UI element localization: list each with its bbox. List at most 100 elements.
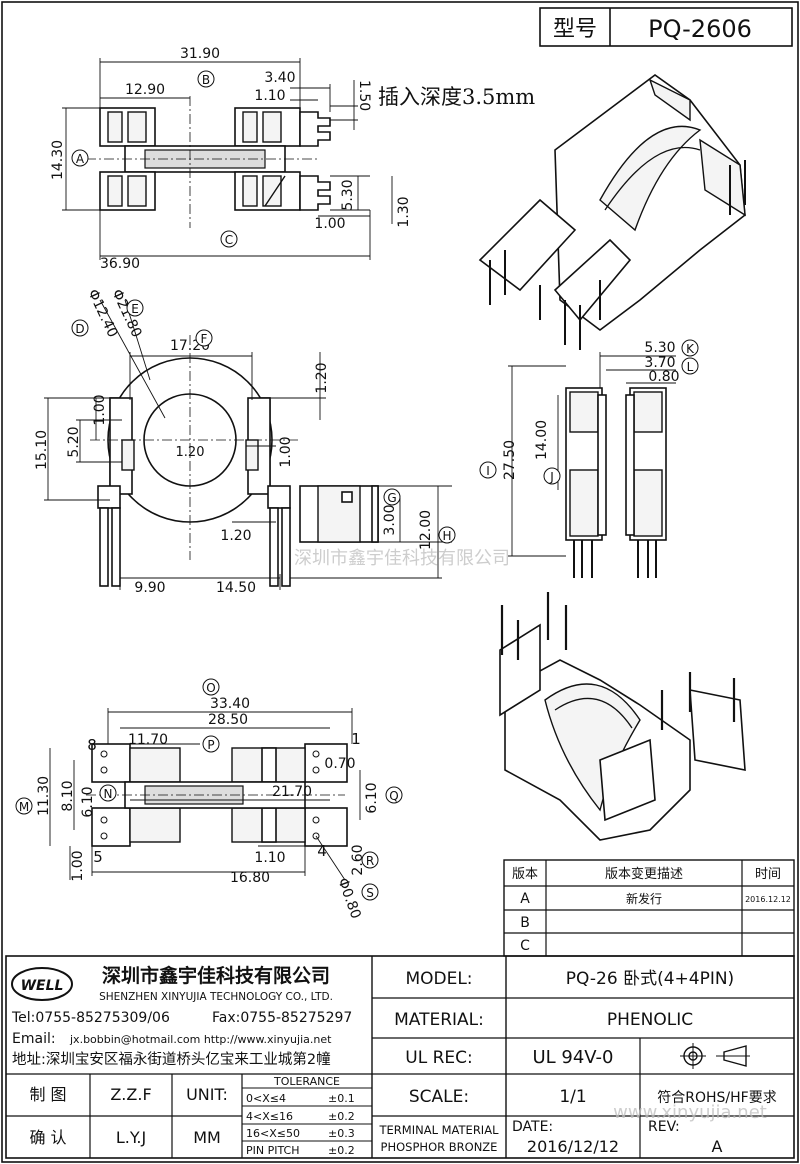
tol-range-4: PIN PITCH [246,1144,300,1157]
watermark-url: www.xinyujia.net [613,1102,767,1123]
material-label: MATERIAL: [394,1010,484,1030]
dim-1-00-top: 1.00 [314,216,345,232]
ulrec-label: UL REC: [405,1048,472,1068]
dim-6-10-right: 6.10 [364,782,380,813]
rev-header-desc: 版本变更描述 [605,866,683,882]
rohs-compliance: 符合ROHS/HF要求 [657,1090,776,1106]
label-f: F [201,332,208,346]
label-j: J [549,470,554,484]
dim-1-10-top: 1.10 [254,88,285,104]
rev-row-c-ver: C [520,938,530,954]
label-k: K [686,342,695,356]
side-view: 5.30 3.70 0.80 K L 27.50 14.00 I J [479,339,699,578]
drawn-by-label: 制 图 [29,1085,66,1104]
dim-1-20-right: 1.20 [314,362,330,393]
front-view: 17.20 1.20 1.00 15.10 5.20 1.20 1.00 1.2… [34,287,456,596]
pin-number-4: 4 [317,842,327,860]
dim-1-30: 1.30 [396,196,412,227]
rev-header-date: 时间 [755,867,781,882]
model-label-cn: 型号 [553,17,597,42]
rev-value: A [712,1137,723,1156]
unit-value: MM [193,1128,221,1147]
watermark-company: 深圳市鑫宇佳科技有限公司 [294,548,510,569]
tol-range-1: 0<X≤4 [246,1092,286,1105]
company-address: 地址:深圳宝安区福永街道桥头亿宝来工业城第2幢 [12,1050,331,1068]
isometric-view-bottom [499,592,746,841]
tol-value-1: ±0.1 [328,1092,355,1105]
dim-28-50: 28.50 [208,712,248,728]
company-tel: Tel:0755-85275309/06 [11,1010,170,1026]
terminal-material-label: TERMINAL MATERIAL [379,1123,500,1137]
label-d: D [75,322,84,336]
rev-label: REV: [648,1119,680,1135]
dim-6-10-left: 6.10 [80,786,96,817]
tol-range-3: 16<X≤50 [246,1127,300,1140]
dim-5-30-side: 5.30 [644,340,675,356]
title-block: WELL 深圳市鑫宇佳科技有限公司 SHENZHEN XINYUJIA TECH… [5,955,795,1159]
dim-27-50: 27.50 [502,440,518,480]
tol-range-2: 4<X≤16 [246,1110,293,1123]
dim-0-80: 0.80 [648,369,679,385]
scale-value: 1/1 [559,1087,586,1107]
revision-table: 版本 版本变更描述 时间 A 新发行 2016.12.12 B C [503,859,795,957]
label-n: N [104,787,113,801]
label-e: E [131,302,139,316]
rev-row-a-ver: A [520,891,530,907]
dim-3-70: 3.70 [644,355,675,371]
company-email: jx.bobbin@hotmail.com http://www.xinyuji… [69,1033,332,1046]
tol-value-4: ±0.2 [328,1144,355,1157]
company-fax: Fax:0755-85275297 [212,1010,352,1026]
scale-label: SCALE: [409,1087,469,1107]
header-model-box: 型号 PQ-2606 [539,7,793,47]
label-l: L [687,360,694,374]
label-r: R [366,854,374,868]
dim-1-00-front: 1.00 [92,394,108,425]
label-g: G [387,491,396,505]
dim-14-30: 14.30 [50,140,66,180]
dim-14-00: 14.00 [534,420,550,460]
company-name-cn: 深圳市鑫宇佳科技有限公司 [102,964,330,987]
pin-number-5: 5 [93,848,103,866]
dim-36-90: 36.90 [100,256,140,272]
label-s: S [366,886,374,900]
company-logo-text: WELL [21,978,64,994]
dim-1-00-bottom: 1.00 [70,850,86,881]
rev-row-a-date: 2016.12.12 [745,895,791,904]
dim-1-50: 1.50 [356,80,372,111]
pin-number-8: 8 [87,736,97,754]
company-name-en: SHENZHEN XINYUJIA TECHNOLOGY CO., LTD. [99,991,333,1003]
dim-1-20-centre: 1.20 [176,445,205,460]
dim-0-70: 0.70 [324,756,355,772]
label-p: P [207,738,214,752]
label-c: C [225,233,233,247]
company-email-label: Email: [12,1031,56,1047]
rev-row-a-desc: 新发行 [626,891,662,906]
tol-value-2: ±0.2 [328,1110,355,1123]
dim-11-30: 11.30 [36,776,52,816]
label-a: A [76,152,85,166]
dim-15-10: 15.10 [34,430,50,470]
label-i: I [486,464,490,478]
tol-value-3: ±0.3 [328,1127,355,1140]
company-logo [11,967,73,1001]
model-number: PQ-2606 [648,15,752,43]
model-label: MODEL: [405,969,472,989]
dim-1-10-bottom: 1.10 [254,850,285,866]
label-q: Q [389,789,398,803]
dim-phi-0-80: Φ0.80 [334,876,363,921]
dim-33-40: 33.40 [210,696,250,712]
dim-2-60: 2.60 [350,844,366,875]
dim-1-20-bottom: 1.20 [220,528,251,544]
drawn-by-value: Z.Z.F [110,1085,151,1104]
dim-5-30-top: 5.30 [340,179,356,210]
bottom-view: 33.40 28.50 11.70 0.70 11.30 8.10 6.10 2… [15,678,403,921]
checked-by-label: 确 认 [29,1128,66,1147]
isometric-view-top [478,74,746,350]
rev-row-b-ver: B [520,915,530,931]
ulrec-value: UL 94V-0 [532,1047,613,1068]
label-o: O [206,681,215,695]
dim-3-00: 3.00 [382,504,398,535]
dim-12-90: 12.90 [125,82,165,98]
